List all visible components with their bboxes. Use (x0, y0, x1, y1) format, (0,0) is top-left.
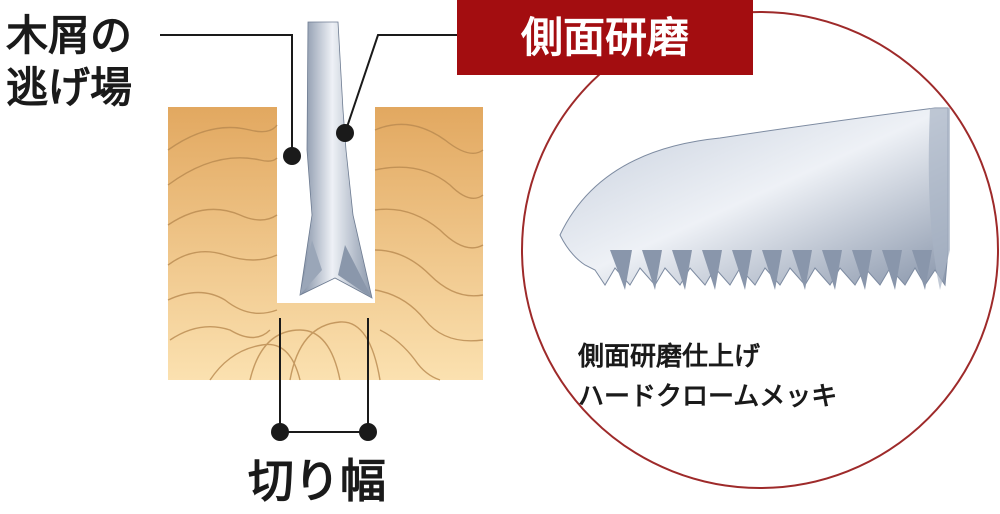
kerf-dot-right (359, 423, 377, 441)
kerf-dot-left (271, 423, 289, 441)
magnified-blade (559, 107, 950, 290)
finish-label: 側面研磨仕上げ ハードクロームメッキ (578, 337, 837, 417)
chip-escape-label: 木屑の 逃げ場 (6, 10, 132, 114)
chip-escape-label-line1: 木屑の (6, 11, 133, 60)
side-polish-leader (344, 34, 457, 134)
chip-escape-leader (160, 34, 293, 155)
saw-teeth (610, 250, 932, 290)
wood-grain (167, 123, 484, 381)
chip-escape-dot (283, 147, 301, 165)
side-polish-dot (336, 124, 354, 142)
chip-escape-label-line2: 逃げ場 (6, 63, 133, 112)
finish-label-line2: ハードクロームメッキ (578, 382, 838, 412)
finish-label-line1: 側面研磨仕上げ (578, 342, 761, 372)
kerf-width-label: 切り幅 (248, 454, 386, 508)
wood-block (167, 107, 484, 381)
side-polish-title: 側面研磨 (457, 0, 753, 75)
saw-blade-cross-section (299, 21, 373, 299)
kerf-bracket (279, 318, 369, 433)
